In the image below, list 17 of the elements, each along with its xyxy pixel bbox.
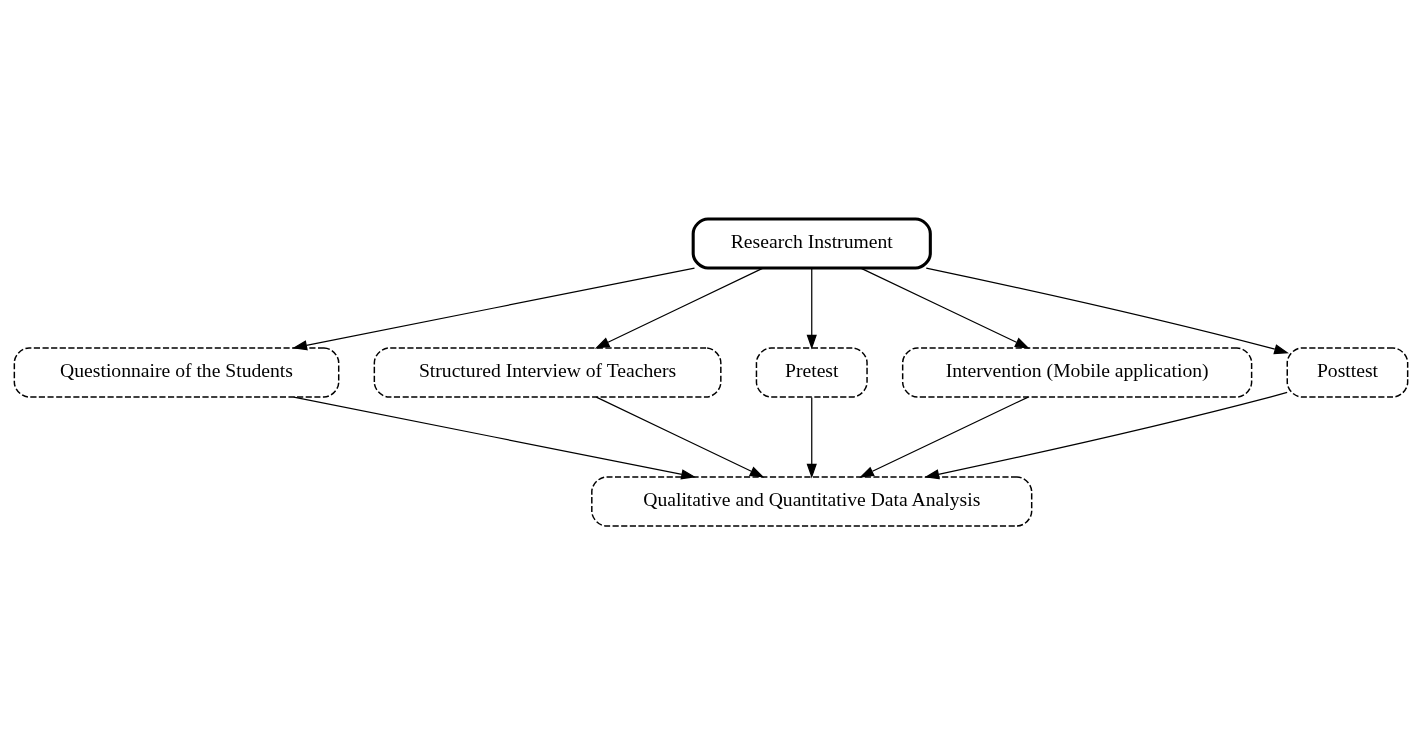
arrow: [924, 391, 1288, 480]
arrow: [293, 396, 696, 480]
arrow: [595, 396, 765, 478]
node-box: Intervention (Mobile application): [901, 347, 1253, 398]
arrow: [806, 396, 817, 479]
arrow: [925, 267, 1289, 355]
arrow: [594, 267, 764, 349]
node-box: Research Instrument: [691, 217, 932, 270]
node-box: Posttest: [1286, 347, 1409, 398]
arrow: [292, 267, 696, 351]
node-box: Qualitative and Quantitative Data Analysis: [591, 476, 1033, 527]
arrow: [806, 267, 817, 350]
arrow: [859, 396, 1029, 478]
node-box: Structured Interview of Teachers: [373, 347, 722, 398]
node-box: Pretest: [755, 347, 868, 398]
arrow: [860, 267, 1030, 349]
node-box: Questionnaire of the Students: [13, 347, 340, 398]
